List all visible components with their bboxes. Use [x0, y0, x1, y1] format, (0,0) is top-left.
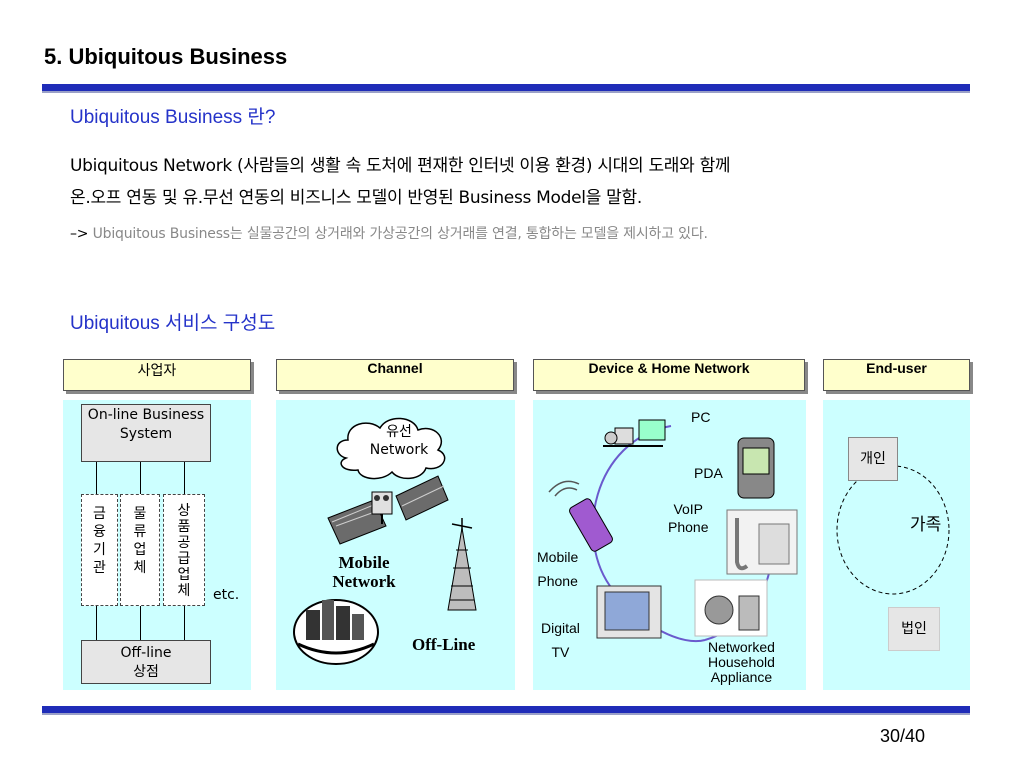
- digital-tv-line-2: TV: [551, 644, 570, 660]
- etc-label: etc.: [213, 587, 240, 603]
- digital-tv-label: Digital TV: [541, 616, 580, 664]
- finance-char: 융: [93, 524, 106, 540]
- logistics-char: 체: [133, 560, 147, 576]
- voip-phone-icon: [726, 509, 798, 575]
- page-title: 5. Ubiquitous Business: [44, 44, 288, 69]
- section-heading-diagram: Ubiquitous 서비스 구성도: [70, 313, 276, 334]
- voip-phone-label: VoIP Phone: [668, 500, 708, 536]
- note-text: Ubiquitous Business는 실물공간의 상거래와 가상공간의 상거…: [92, 226, 708, 242]
- definition-line-1: Ubiquitous Network (사람들의 생활 속 도처에 편재한 인터…: [70, 156, 731, 176]
- online-business-system-box: On-line Business System: [81, 404, 211, 462]
- appliance-line-3: Appliance: [710, 669, 773, 685]
- mobile-phone-label: Mobile Phone: [537, 545, 578, 593]
- connector-line: [96, 606, 97, 640]
- mobile-network-line-2: Network: [332, 572, 396, 591]
- cloud-icon: [336, 417, 446, 480]
- individual-box: 개인: [848, 437, 898, 481]
- offline-store-box: Off-line 상점: [81, 640, 211, 684]
- pc-icon: [603, 419, 666, 447]
- family-label: 가족: [910, 515, 942, 535]
- digital-tv-line-1: Digital: [541, 620, 580, 636]
- supplier-char: 상: [177, 503, 191, 519]
- finance-institution-box: 금 융 기 관: [81, 494, 118, 606]
- corporate-box: 법인: [888, 607, 940, 651]
- offline-channel-label: Off-Line: [412, 635, 476, 654]
- pda-label: PDA: [694, 465, 723, 481]
- finance-char: 관: [93, 560, 106, 576]
- finance-char: 기: [93, 542, 106, 558]
- appliance-line-2: Household: [708, 654, 775, 670]
- bottom-divider: [42, 706, 970, 713]
- connector-line: [184, 606, 185, 640]
- logistics-char: 물: [133, 506, 147, 522]
- channel-illustrations: [293, 417, 477, 665]
- mobile-phone-line-1: Mobile: [537, 549, 579, 565]
- antenna-tower-icon: [447, 518, 477, 611]
- mobile-network-label: Mobile Network: [318, 553, 410, 591]
- logistics-char: 류: [133, 524, 147, 540]
- supplier-char: 업: [177, 567, 191, 583]
- wired-network-label: 유선 Network: [351, 423, 447, 459]
- connector-line: [184, 462, 185, 494]
- mobile-phone-line-2: Phone: [537, 573, 578, 589]
- offline-store-label-1: Off-line: [120, 645, 172, 661]
- column-header-enduser: End-user: [823, 359, 970, 391]
- section-heading-definition: Ubiquitous Business 란?: [70, 107, 276, 128]
- column-header-provider: 사업자: [63, 359, 251, 391]
- column-header-channel: Channel: [276, 359, 514, 391]
- supplier-company-box: 상 품 공 급 업 체: [163, 494, 205, 606]
- appliance-line-1: Networked: [708, 639, 775, 655]
- supplier-char: 공: [177, 535, 191, 551]
- connector-line: [140, 462, 141, 494]
- device-illustrations: [548, 419, 798, 643]
- page-number: 30/40: [880, 726, 926, 746]
- connector-line: [140, 606, 141, 640]
- finance-char: 금: [93, 506, 106, 522]
- connector-line: [96, 462, 97, 494]
- mobile-phone-icon: [548, 480, 613, 552]
- digital-tv-icon: [596, 585, 662, 639]
- definition-note: –> Ubiquitous Business는 실물공간의 상거래와 가상공간의…: [70, 223, 708, 243]
- voip-line-1: VoIP: [673, 501, 704, 517]
- pc-label: PC: [691, 409, 711, 425]
- household-appliance-icon: [694, 579, 768, 637]
- supplier-char: 품: [177, 519, 191, 535]
- wired-network-line-1: 유선: [386, 424, 412, 440]
- logistics-char: 업: [133, 542, 147, 558]
- city-icon: [293, 599, 379, 665]
- networked-appliance-label: Networked Household Appliance: [708, 640, 775, 685]
- wired-network-line-2: Network: [369, 442, 429, 458]
- voip-line-2: Phone: [668, 519, 709, 535]
- note-arrow: –>: [70, 226, 89, 242]
- supplier-char: 체: [177, 583, 191, 599]
- definition-line-2: 온.오프 연동 및 유.무선 연동의 비즈니스 모델이 반영된 Business…: [70, 188, 642, 208]
- top-divider: [42, 84, 970, 91]
- logistics-company-box: 물 류 업 체: [120, 494, 160, 606]
- offline-store-label-2: 상점: [133, 664, 159, 680]
- mobile-network-line-1: Mobile: [338, 553, 390, 572]
- column-header-device: Device & Home Network: [533, 359, 805, 391]
- satellite-icon: [327, 475, 449, 545]
- supplier-char: 급: [177, 551, 191, 567]
- pda-icon: [737, 437, 775, 499]
